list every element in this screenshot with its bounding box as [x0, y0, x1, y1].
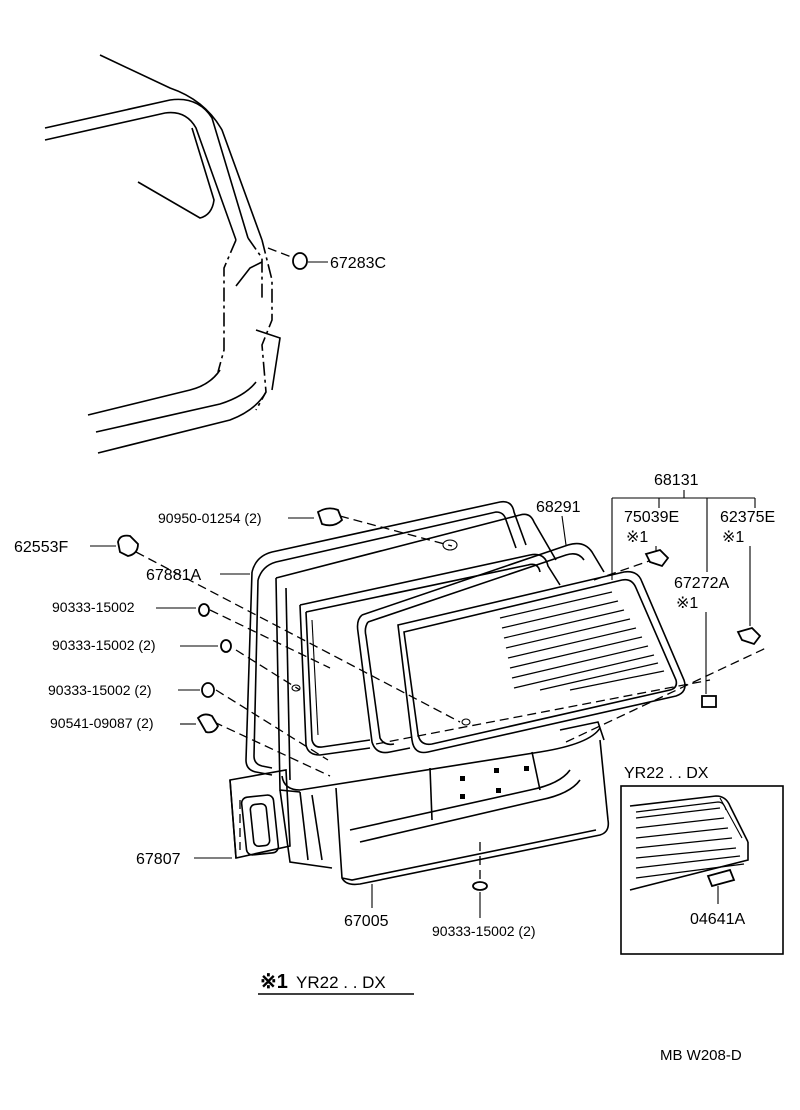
part-67005: 67005	[344, 884, 389, 930]
label-67272A: 67272A	[674, 575, 729, 592]
part-68291: 68291	[536, 499, 581, 546]
label-67283C: 67283C	[330, 255, 386, 272]
label-62553F: 62553F	[14, 539, 68, 556]
label-68131: 68131	[654, 472, 699, 489]
body-side-panel	[44, 54, 281, 454]
label-90541-09087: 90541-09087 (2)	[50, 715, 154, 731]
inset-title: YR22 . . DX	[624, 765, 709, 782]
label-90333-15002-d: 90333-15002 (2)	[432, 923, 536, 939]
mark-62375E: ※1	[722, 529, 744, 546]
mark-67272A: ※1	[676, 595, 698, 612]
label-90333-15002-b: 90333-15002 (2)	[52, 637, 156, 653]
part-90333-15002-b: 90333-15002 (2)	[52, 637, 232, 653]
label-67005: 67005	[344, 913, 389, 930]
inset-yr22-dx: YR22 . . DX 04641A	[620, 765, 784, 955]
label-04641A: 04641A	[690, 911, 745, 928]
part-68131-group: 68131 75039E ※1 62375E ※1 67272A ※1	[611, 472, 775, 708]
part-90950-01254: 90950-01254 (2)	[158, 507, 344, 527]
part-90333-15002-d: 90333-15002 (2)	[432, 881, 536, 939]
back-door-assembly	[135, 500, 767, 886]
footnote: ※1 YR22 . . DX	[258, 971, 414, 995]
part-67283C: 67283C	[267, 247, 386, 272]
label-67807: 67807	[136, 851, 181, 868]
label-90333-15002-c: 90333-15002 (2)	[48, 682, 152, 698]
part-90333-15002-c: 90333-15002 (2)	[48, 682, 215, 698]
label-62375E: 62375E	[720, 509, 775, 526]
reference-code: MB W208-D	[660, 1047, 742, 1064]
label-90950-01254: 90950-01254 (2)	[158, 510, 262, 526]
label-90333-15002-a: 90333-15002	[52, 599, 135, 615]
part-90541-09087: 90541-09087 (2)	[50, 713, 220, 734]
part-67881A: 67881A	[146, 567, 250, 584]
label-75039E: 75039E	[624, 509, 679, 526]
footnote-mark: ※1	[260, 971, 288, 993]
label-67881A: 67881A	[146, 567, 201, 584]
part-62553F: 62553F	[14, 534, 139, 557]
part-90333-15002-a: 90333-15002	[52, 599, 210, 617]
mark-75039E: ※1	[626, 529, 648, 546]
label-68291: 68291	[536, 499, 581, 516]
part-67807: 67807	[136, 769, 291, 868]
footnote-text: YR22 . . DX	[296, 973, 386, 992]
